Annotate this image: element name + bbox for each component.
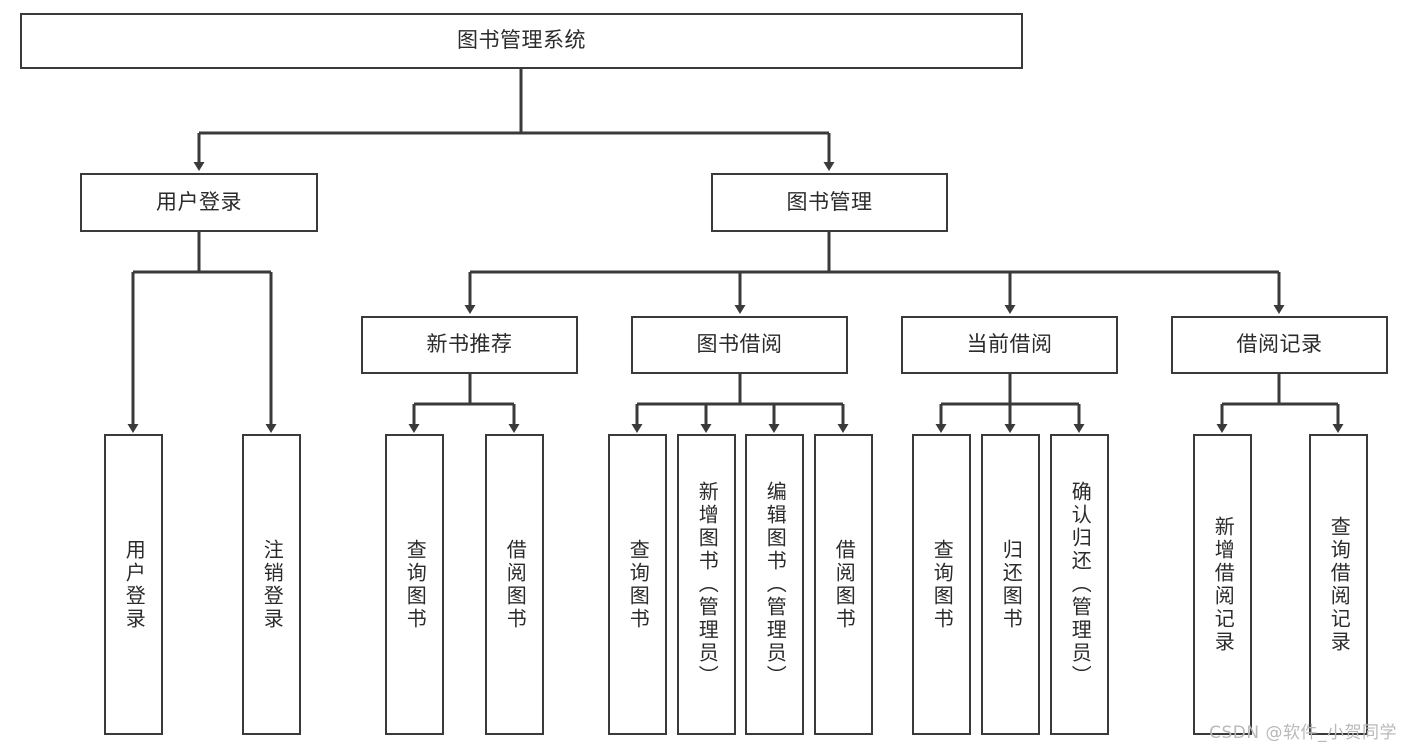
- node-label: 借阅图书: [503, 538, 528, 631]
- node-label: 归还图书: [999, 538, 1024, 631]
- node-label: 当前借阅: [966, 332, 1053, 357]
- leaf-query-borrow-record[interactable]: 查询借阅记录: [1309, 434, 1368, 735]
- watermark-text: CSDN @软件_小贺同学: [1209, 723, 1397, 743]
- node-label: 用户登录: [122, 538, 147, 631]
- node-new-book-recommend[interactable]: 新书推荐: [361, 316, 578, 374]
- node-label: 用户登录: [156, 189, 242, 214]
- node-label: 查询图书: [626, 538, 651, 631]
- leaf-borrow-book-recommend[interactable]: 借阅图书: [485, 434, 544, 735]
- leaf-query-book-borrow[interactable]: 查询图书: [608, 434, 667, 735]
- node-user-login[interactable]: 用户登录: [80, 173, 318, 232]
- leaf-edit-book-admin[interactable]: 编辑图书（管理员）: [745, 434, 804, 735]
- leaf-query-book-recommend[interactable]: 查询图书: [385, 434, 444, 735]
- leaf-borrow-book[interactable]: 借阅图书: [814, 434, 873, 735]
- node-borrow-record[interactable]: 借阅记录: [1171, 316, 1388, 374]
- node-label: 借阅图书: [832, 538, 857, 631]
- leaf-add-borrow-record[interactable]: 新增借阅记录: [1193, 434, 1252, 735]
- node-root-book-management-system[interactable]: 图书管理系统: [20, 13, 1023, 69]
- node-label: 编辑图书（管理员）: [763, 481, 788, 688]
- leaf-query-book-current[interactable]: 查询图书: [912, 434, 971, 735]
- node-label: 图书管理系统: [457, 28, 586, 53]
- leaf-add-book-admin[interactable]: 新增图书（管理员）: [677, 434, 736, 735]
- node-label: 查询图书: [930, 538, 955, 631]
- node-book-management[interactable]: 图书管理: [711, 173, 948, 232]
- node-current-borrow[interactable]: 当前借阅: [901, 316, 1118, 374]
- node-label: 图书借阅: [696, 332, 783, 357]
- leaf-confirm-return-admin[interactable]: 确认归还（管理员）: [1050, 434, 1109, 735]
- node-label: 新书推荐: [426, 332, 513, 357]
- node-label: 注销登录: [260, 538, 285, 631]
- node-label: 查询图书: [403, 538, 428, 631]
- leaf-logout[interactable]: 注销登录: [242, 434, 301, 735]
- node-label: 图书管理: [786, 189, 873, 214]
- node-label: 确认归还（管理员）: [1068, 481, 1093, 688]
- node-book-borrow[interactable]: 图书借阅: [631, 316, 848, 374]
- leaf-user-login[interactable]: 用户登录: [104, 434, 163, 735]
- leaf-return-book[interactable]: 归还图书: [981, 434, 1040, 735]
- node-label: 借阅记录: [1236, 332, 1323, 357]
- node-label: 查询借阅记录: [1327, 515, 1352, 654]
- node-label: 新增借阅记录: [1211, 515, 1236, 654]
- node-label: 新增图书（管理员）: [695, 481, 720, 688]
